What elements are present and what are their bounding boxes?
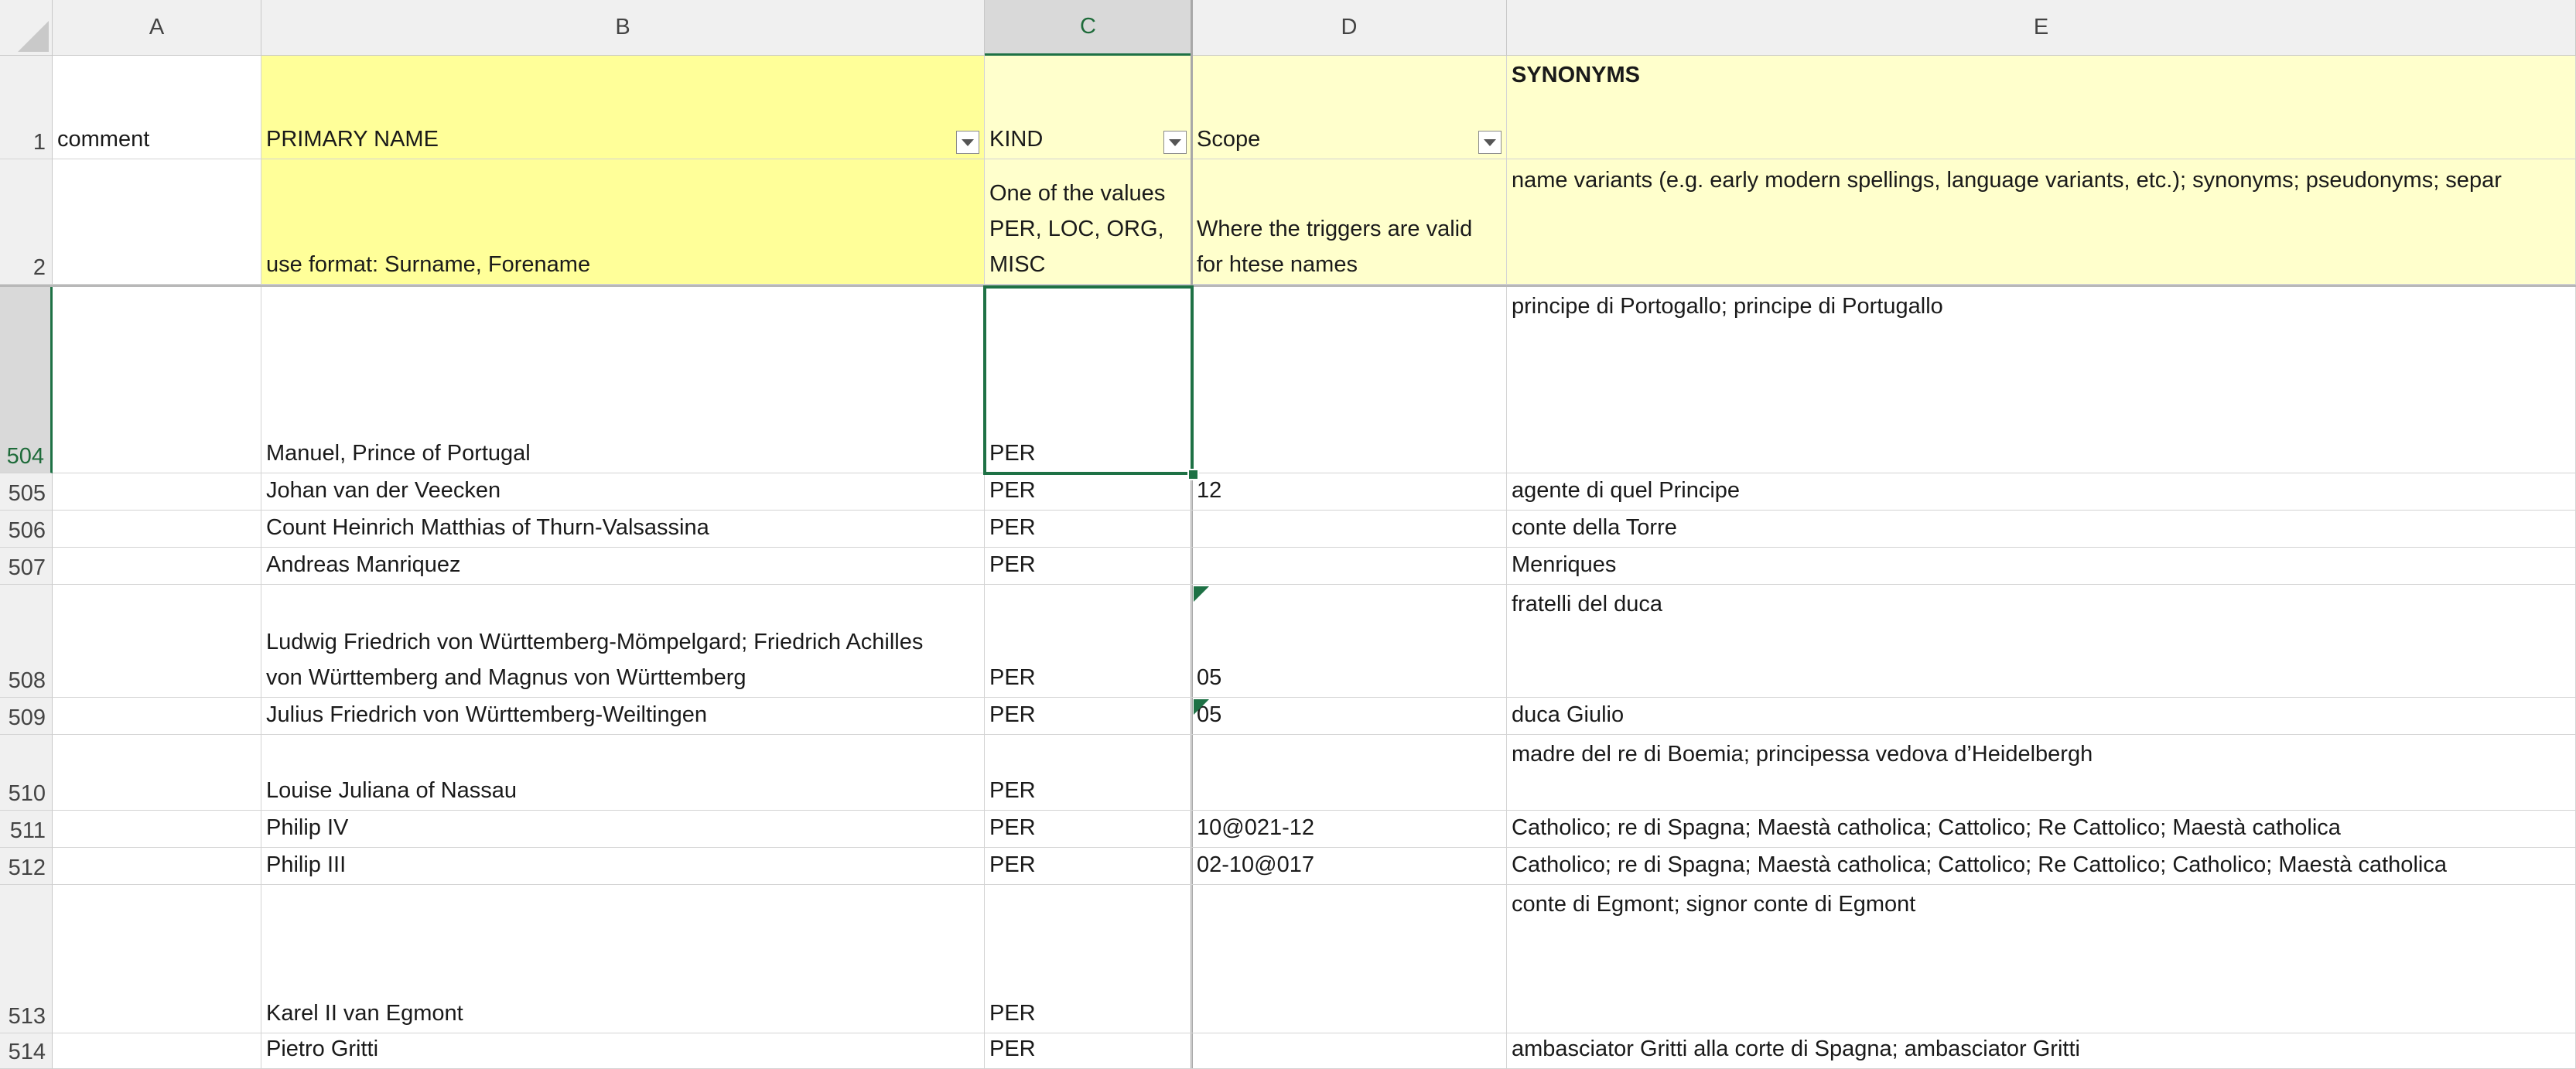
header-synonyms[interactable]: SYNONYMS xyxy=(1507,56,2576,159)
description-primary-name[interactable]: use format: Surname, Forename xyxy=(261,159,985,285)
cell-primary-name[interactable]: Philip IV xyxy=(261,811,985,848)
cell-kind[interactable]: PER xyxy=(985,548,1192,585)
cell-primary-name[interactable]: Louise Juliana of Nassau xyxy=(261,735,985,811)
cell-synonyms[interactable]: conte di Egmont; signor conte di Egmont xyxy=(1507,885,2576,1033)
header-primary-name-text: PRIMARY NAME xyxy=(266,127,439,152)
header-kind[interactable]: KIND xyxy=(985,56,1192,159)
frozen-rows-divider xyxy=(0,285,2576,287)
cell-scope[interactable]: 05 xyxy=(1192,585,1507,698)
description-synonyms[interactable]: name variants (e.g. early modern spellin… xyxy=(1507,159,2576,285)
cell-scope[interactable]: 12 xyxy=(1192,473,1507,511)
cell-primary-name[interactable]: Philip III xyxy=(261,848,985,885)
cell-kind[interactable]: PER xyxy=(985,698,1192,735)
row-header-506[interactable]: 506 xyxy=(0,511,53,548)
cell-kind[interactable]: PER xyxy=(985,735,1192,811)
cell-primary-name[interactable]: Ludwig Friedrich von Württemberg-Mömpelg… xyxy=(261,585,985,698)
cell-synonyms[interactable]: principe di Portogallo; principe di Port… xyxy=(1507,287,2576,473)
cell-kind[interactable]: PER xyxy=(985,848,1192,885)
cell-primary-name[interactable]: Pietro Gritti xyxy=(261,1033,985,1069)
cell-kind[interactable]: PER xyxy=(985,473,1192,511)
cell-scope[interactable]: 02-10@017 xyxy=(1192,848,1507,885)
cell-comment[interactable] xyxy=(53,811,261,848)
cell-synonyms[interactable]: Menriques xyxy=(1507,548,2576,585)
cell-synonyms[interactable]: Catholico; re di Spagna; Maestà catholic… xyxy=(1507,848,2576,885)
cell-primary-name[interactable]: Count Heinrich Matthias of Thurn-Valsass… xyxy=(261,511,985,548)
cell-scope[interactable] xyxy=(1192,548,1507,585)
cell-comment[interactable] xyxy=(53,287,261,473)
filter-dropdown-icon[interactable] xyxy=(1163,131,1187,154)
column-header-d[interactable]: D xyxy=(1192,0,1507,56)
cell-kind[interactable]: PER xyxy=(985,885,1192,1033)
cell-synonyms[interactable]: conte della Torre xyxy=(1507,511,2576,548)
header-kind-text: KIND xyxy=(989,127,1044,152)
cell-comment[interactable] xyxy=(53,1033,261,1069)
row-header-514[interactable]: 514 xyxy=(0,1033,53,1069)
cell-comment[interactable] xyxy=(53,735,261,811)
row-header-512[interactable]: 512 xyxy=(0,848,53,885)
cell-scope[interactable] xyxy=(1192,735,1507,811)
select-all-corner[interactable] xyxy=(0,0,53,56)
column-header-b[interactable]: B xyxy=(261,0,985,56)
header-scope-text: Scope xyxy=(1197,127,1261,152)
cell-comment[interactable] xyxy=(53,848,261,885)
header-comment[interactable]: comment xyxy=(53,56,261,159)
description-scope[interactable]: Where the triggers are valid for htese n… xyxy=(1192,159,1507,285)
cell-comment[interactable] xyxy=(53,473,261,511)
cell-synonyms[interactable]: Catholico; re di Spagna; Maestà catholic… xyxy=(1507,811,2576,848)
cell-scope[interactable] xyxy=(1192,1033,1507,1069)
cell-scope[interactable]: 10@021-12 xyxy=(1192,811,1507,848)
cell-synonyms[interactable]: agente di quel Principe xyxy=(1507,473,2576,511)
header-primary-name[interactable]: PRIMARY NAME xyxy=(261,56,985,159)
cell-synonyms[interactable]: madre del re di Boemia; principessa vedo… xyxy=(1507,735,2576,811)
cell-primary-name[interactable]: Andreas Manriquez xyxy=(261,548,985,585)
row-header-505[interactable]: 505 xyxy=(0,473,53,511)
cell-comment[interactable] xyxy=(53,548,261,585)
cell-kind[interactable]: PER xyxy=(985,287,1192,473)
row-header-513[interactable]: 513 xyxy=(0,885,53,1033)
cell-synonyms[interactable]: fratelli del duca xyxy=(1507,585,2576,698)
cell-comment[interactable] xyxy=(53,511,261,548)
filter-dropdown-icon[interactable] xyxy=(956,131,979,154)
cell-kind[interactable]: PER xyxy=(985,811,1192,848)
row-header-511[interactable]: 511 xyxy=(0,811,53,848)
row-header-2[interactable]: 2 xyxy=(0,159,53,285)
row-header-508[interactable]: 508 xyxy=(0,585,53,698)
description-kind[interactable]: One of the values PER, LOC, ORG, MISC xyxy=(985,159,1192,285)
row-header-510[interactable]: 510 xyxy=(0,735,53,811)
cell-kind[interactable]: PER xyxy=(985,511,1192,548)
row-header-504[interactable]: 504 xyxy=(0,287,53,473)
cell-synonyms[interactable]: ambasciator Gritti alla corte di Spagna;… xyxy=(1507,1033,2576,1069)
cell-scope[interactable] xyxy=(1192,511,1507,548)
fill-handle[interactable] xyxy=(1187,469,1199,480)
cell-comment[interactable] xyxy=(53,885,261,1033)
row-header-509[interactable]: 509 xyxy=(0,698,53,735)
cell-scope[interactable] xyxy=(1192,885,1507,1033)
filter-dropdown-icon[interactable] xyxy=(1478,131,1502,154)
comment-indicator-icon[interactable] xyxy=(1194,699,1209,715)
cell-comment[interactable] xyxy=(53,585,261,698)
row-header-507[interactable]: 507 xyxy=(0,548,53,585)
cell-scope[interactable]: 05 xyxy=(1192,698,1507,735)
row-header-1[interactable]: 1 xyxy=(0,56,53,159)
cell-primary-name[interactable]: Julius Friedrich von Württemberg-Weiltin… xyxy=(261,698,985,735)
header-comment-text: comment xyxy=(57,127,150,152)
column-header-e[interactable]: E xyxy=(1507,0,2576,56)
comment-indicator-icon[interactable] xyxy=(1194,586,1209,602)
cell-primary-name[interactable]: Johan van der Veecken xyxy=(261,473,985,511)
cell-kind[interactable]: PER xyxy=(985,585,1192,698)
cell-primary-name[interactable]: Karel II van Egmont xyxy=(261,885,985,1033)
cell-kind[interactable]: PER xyxy=(985,1033,1192,1069)
column-header-a[interactable]: A xyxy=(53,0,261,56)
cell-synonyms[interactable]: duca Giulio xyxy=(1507,698,2576,735)
header-synonyms-text: SYNONYMS xyxy=(1512,63,1640,87)
column-header-c[interactable]: C xyxy=(985,0,1192,56)
description-comment[interactable] xyxy=(53,159,261,285)
header-scope[interactable]: Scope xyxy=(1192,56,1507,159)
cell-comment[interactable] xyxy=(53,698,261,735)
cell-primary-name[interactable]: Manuel, Prince of Portugal xyxy=(261,287,985,473)
cell-scope[interactable] xyxy=(1192,287,1507,473)
